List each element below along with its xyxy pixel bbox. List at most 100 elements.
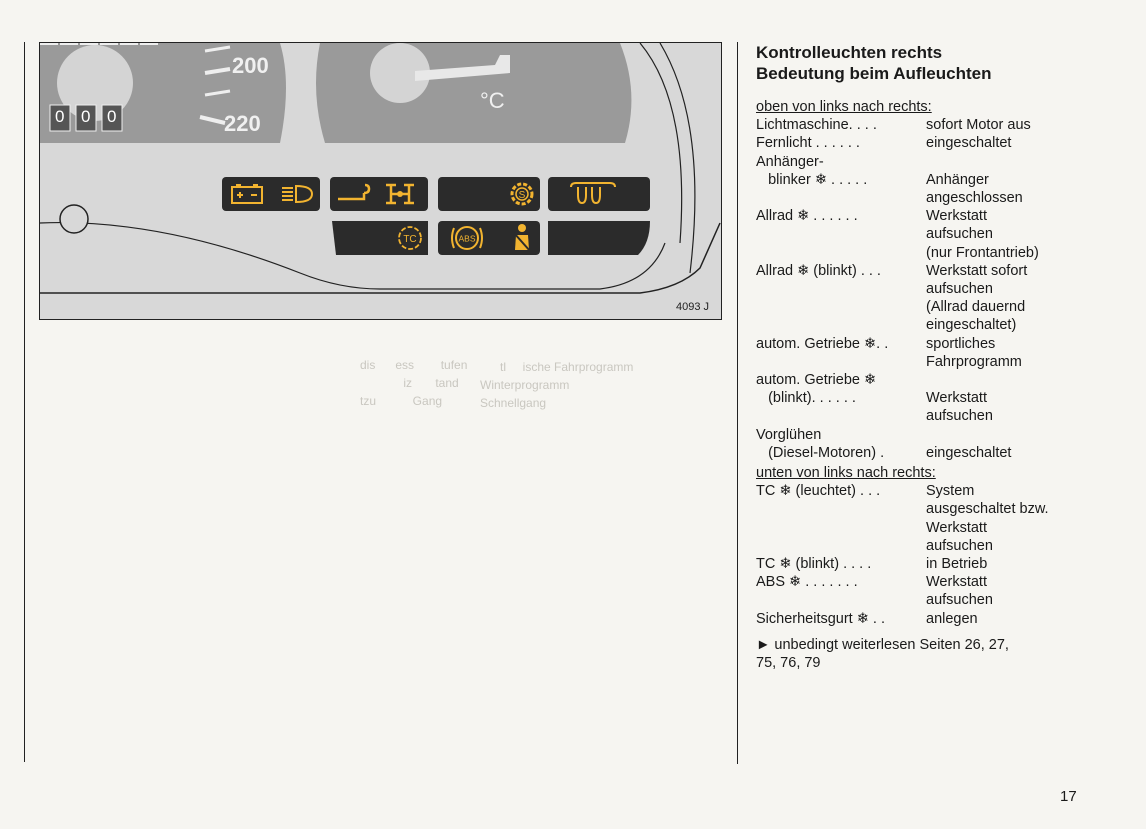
indicator-row: autom. Getriebe ❄. . sportliches bbox=[756, 335, 1136, 353]
indicator-row: aufsuchen bbox=[756, 280, 1136, 298]
indicator-row: blinker ❄ . . . . .Anhänger bbox=[756, 171, 1136, 189]
indicator-row: Lichtmaschine. . . . sofort Motor aus bbox=[756, 116, 1136, 134]
svg-text:TC: TC bbox=[403, 234, 416, 245]
indicator-label bbox=[756, 500, 926, 518]
indicator-label: ABS ❄ . . . . . . . bbox=[756, 574, 858, 591]
indicator-row: eingeschaltet) bbox=[756, 316, 1136, 334]
indicator-label: (blinkt). . . . . . bbox=[756, 390, 856, 407]
temp-unit-label: °C bbox=[480, 88, 505, 113]
abs-icon: ABS bbox=[451, 226, 483, 250]
indicator-label bbox=[756, 244, 926, 262]
instrument-cluster-figure: 200 220 0 0 0 °C S TC ABS 4093 J bbox=[39, 42, 722, 320]
indicator-meaning: aufsuchen bbox=[926, 408, 993, 425]
show-through-text: tl ische Fahrprogramm Winterprogramm Sch… bbox=[480, 360, 634, 410]
column-divider bbox=[737, 42, 738, 764]
indicator-label: Sicherheitsgurt ❄ . . bbox=[756, 610, 886, 627]
indicator-row: (nur Frontantrieb) bbox=[756, 244, 1136, 262]
indicator-label: TC ❄ (blinkt) . . . . bbox=[756, 556, 872, 573]
gear-s-icon: S bbox=[510, 182, 534, 206]
odometer-digit: 0 bbox=[55, 107, 65, 126]
indicator-meaning: anlegen bbox=[926, 610, 978, 627]
high-beam-icon bbox=[282, 184, 314, 204]
indicator-label: Lichtmaschine. . . . bbox=[756, 117, 877, 134]
see-also-note: ► unbedingt weiterlesen Seiten 26, 27, 7… bbox=[756, 636, 1136, 672]
indicator-row: aufsuchen bbox=[756, 407, 1136, 425]
indicator-row: aufsuchen bbox=[756, 591, 1136, 609]
indicator-meaning: aufsuchen bbox=[926, 226, 993, 243]
indicator-label: autom. Getriebe ❄ bbox=[756, 372, 877, 389]
indicator-label: Anhänger- bbox=[756, 153, 824, 170]
battery-icon bbox=[231, 184, 263, 204]
indicator-meaning: Werkstatt bbox=[926, 390, 987, 407]
indicator-meaning: Werkstatt bbox=[926, 208, 987, 225]
section-bottom-label: unten von links nach rechts: bbox=[756, 465, 936, 482]
indicator-meaning: eingeschaltet bbox=[926, 444, 1012, 461]
indicator-row: ABS ❄ . . . . . . . Werkstatt bbox=[756, 573, 1136, 591]
odometer-digit: 0 bbox=[81, 107, 91, 126]
indicator-row: TC ❄ (leuchtet) . . . System bbox=[756, 482, 1136, 500]
svg-text:ABS: ABS bbox=[458, 234, 475, 244]
indicator-meaning: Werkstatt bbox=[926, 519, 987, 536]
indicator-row: aufsuchen bbox=[756, 537, 1136, 555]
all-wheel-drive-icon bbox=[386, 183, 414, 205]
odometer-digit: 0 bbox=[107, 107, 117, 126]
glow-plug-icon bbox=[570, 182, 616, 205]
indicator-meaning: Werkstatt bbox=[926, 574, 987, 591]
indicator-label bbox=[756, 537, 926, 555]
indicator-meaning: eingeschaltet) bbox=[926, 317, 1017, 334]
indicator-meaning: Fahrprogramm bbox=[926, 353, 1022, 370]
indicator-row: angeschlossen bbox=[756, 189, 1136, 207]
see-also-line: ► unbedingt weiterlesen Seiten 26, 27, bbox=[756, 636, 1009, 653]
see-also-line: 75, 76, 79 bbox=[756, 655, 821, 672]
tc-icon: TC bbox=[398, 226, 422, 250]
figure-number: 4093 J bbox=[675, 301, 709, 313]
section-top-label: oben von links nach rechts: bbox=[756, 99, 932, 115]
indicator-meaning: System bbox=[926, 483, 975, 500]
indicator-label: TC ❄ (leuchtet) . . . bbox=[756, 483, 881, 500]
indicator-label bbox=[756, 407, 926, 425]
indicator-label: (Diesel-Motoren) . bbox=[756, 444, 885, 461]
indicator-meaning: sportliches bbox=[926, 335, 996, 352]
page-number: 17 bbox=[1060, 788, 1077, 805]
left-margin-rule bbox=[24, 42, 25, 762]
indicator-meaning: (nur Frontantrieb) bbox=[926, 244, 1039, 261]
indicator-meaning: eingeschaltet bbox=[926, 135, 1012, 152]
indicator-label bbox=[756, 591, 926, 609]
indicator-label: autom. Getriebe ❄. . bbox=[756, 335, 889, 352]
indicator-row: (Diesel-Motoren) . eingeschaltet bbox=[756, 444, 1136, 462]
indicator-meaning: (Allrad dauernd bbox=[926, 299, 1026, 316]
indicator-meaning: angeschlossen bbox=[926, 190, 1023, 207]
indicator-meaning: aufsuchen bbox=[926, 537, 993, 554]
indicator-label: Allrad ❄ . . . . . . bbox=[756, 208, 858, 225]
indicator-label bbox=[756, 519, 926, 537]
indicator-label bbox=[756, 280, 926, 298]
gauge-label-220: 220 bbox=[224, 111, 261, 136]
indicator-row: aufsuchen bbox=[756, 225, 1136, 243]
indicator-row: Allrad ❄ . . . . . . Werkstatt bbox=[756, 207, 1136, 225]
indicator-row: Anhänger- bbox=[756, 153, 1136, 171]
indicator-row: autom. Getriebe ❄ bbox=[756, 371, 1136, 389]
indicator-label bbox=[756, 353, 926, 371]
heading-title: Kontrolleuchten rechts bbox=[756, 43, 943, 62]
svg-text:S: S bbox=[519, 190, 526, 201]
indicator-meaning: Anhänger bbox=[926, 171, 989, 188]
trailer-indicator-icon bbox=[338, 183, 371, 201]
indicator-label bbox=[756, 225, 926, 243]
show-through-text: dis ess tufen iz tand tzu Gang bbox=[360, 358, 468, 408]
indicator-label bbox=[756, 189, 926, 207]
seatbelt-icon bbox=[513, 224, 531, 252]
indicator-meaning: aufsuchen bbox=[926, 281, 993, 298]
indicator-row: Fahrprogramm bbox=[756, 353, 1136, 371]
indicator-meaning: sofort Motor aus bbox=[926, 117, 1031, 134]
indicator-label bbox=[756, 298, 926, 316]
indicator-label bbox=[756, 316, 926, 334]
indicator-row: Sicherheitsgurt ❄ . . anlegen bbox=[756, 610, 1136, 628]
indicator-meaning: ausgeschaltet bzw. bbox=[926, 501, 1049, 518]
gauge-label-200: 200 bbox=[232, 53, 269, 78]
indicator-label: Vorglühen bbox=[756, 426, 822, 443]
indicator-row: (blinkt). . . . . . Werkstatt bbox=[756, 389, 1136, 407]
indicator-row: Allrad ❄ (blinkt) . . .Werkstatt sofort bbox=[756, 262, 1136, 280]
text-column: Kontrolleuchten rechts Bedeutung beim Au… bbox=[756, 42, 1136, 672]
